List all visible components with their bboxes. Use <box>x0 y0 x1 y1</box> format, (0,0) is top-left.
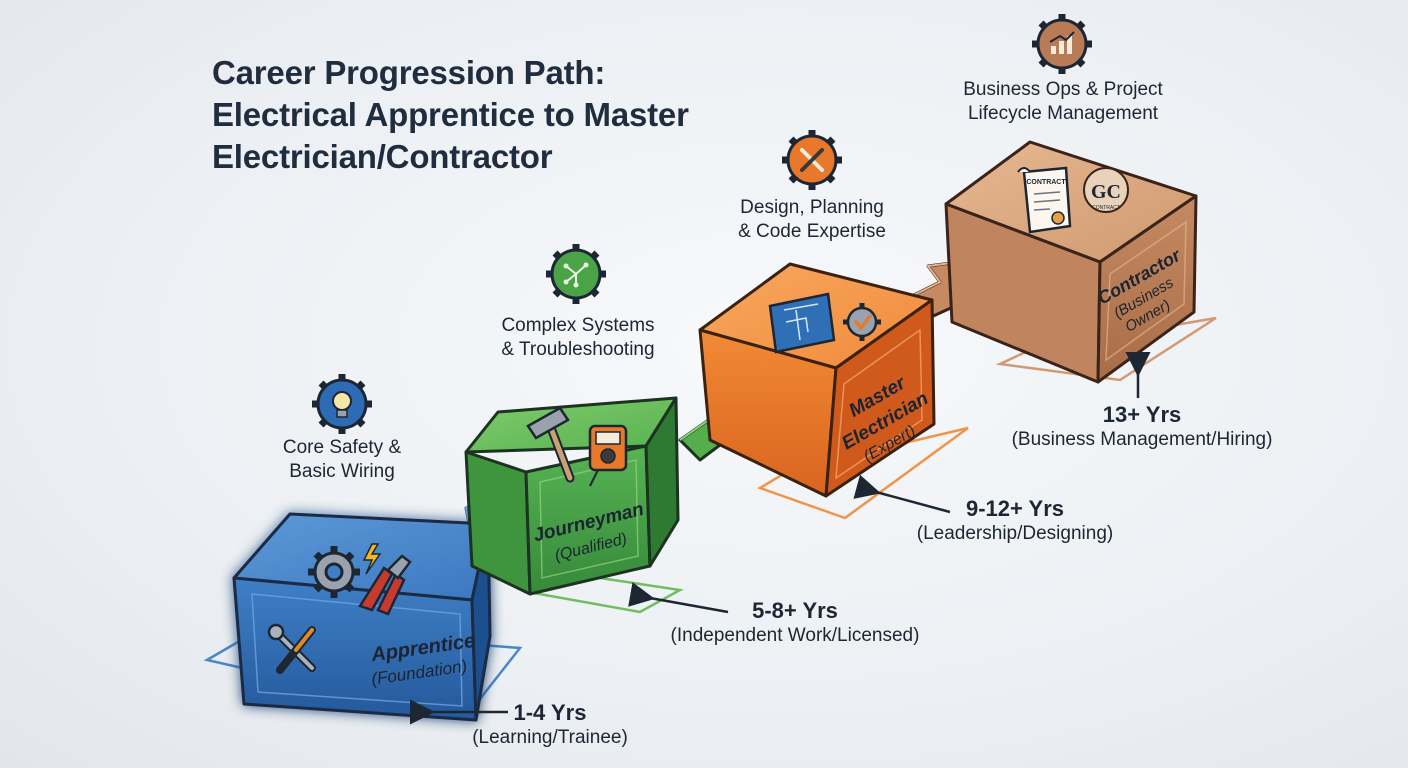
multimeter-icon <box>588 424 628 487</box>
chart-gear-icon <box>1032 14 1092 74</box>
blueprint-icon <box>768 292 836 354</box>
gc-badge-small-label: CONTRACT <box>1092 205 1120 211</box>
years-description: (Learning/Trainee) <box>472 727 628 748</box>
years-contractor: 13+ Yrs (Business Management/Hiring) <box>992 402 1292 452</box>
title-line-3: Electrician/Contractor <box>212 138 553 175</box>
master-electrician-cube <box>698 262 936 498</box>
journeyman-cube <box>464 396 680 596</box>
years-description: (Business Management/Hiring) <box>1011 429 1273 450</box>
lightning-icon <box>362 543 382 575</box>
years-apprentice: 1-4 Yrs (Learning/Trainee) <box>440 700 660 750</box>
contract-doc-label: CONTRACT <box>1026 179 1066 186</box>
hammer-icon <box>526 406 575 483</box>
pointer-arrow-master <box>853 474 951 514</box>
years-value: 13+ Yrs <box>1102 402 1182 427</box>
tools-gear-icon <box>782 130 842 190</box>
skill-line: Business Ops & Project <box>963 79 1163 100</box>
years-description: (Leadership/Designing) <box>916 523 1114 544</box>
gear-icon <box>308 546 360 598</box>
skill-line: & Troubleshooting <box>501 339 655 360</box>
wrench-screwdriver-icon <box>267 623 316 674</box>
checkmark-gear-icon <box>843 303 881 341</box>
skill-line: Basic Wiring <box>289 461 395 482</box>
title-line-2: Electrical Apprentice to Master <box>212 96 689 133</box>
skill-line: Design, Planning <box>740 197 884 218</box>
contractor-cube <box>944 140 1198 384</box>
title-line-1: Career Progression Path: <box>212 54 606 91</box>
apprentice-cube <box>232 512 492 722</box>
gc-badge-icon: GC CONTRACT <box>1083 167 1129 213</box>
lightbulb-gear-icon <box>312 374 372 434</box>
pliers-icon <box>358 554 412 616</box>
years-description: (Independent Work/Licensed) <box>670 625 920 646</box>
skill-caption-apprentice: Core Safety & Basic Wiring <box>262 436 422 484</box>
pointer-arrow-journeyman <box>628 582 729 614</box>
circuit-gear-icon <box>546 244 606 304</box>
skill-line: Core Safety & <box>282 437 402 458</box>
years-journeyman: 5-8+ Yrs (Independent Work/Licensed) <box>650 598 940 648</box>
page-title: Career Progression Path: Electrical Appr… <box>212 52 772 178</box>
skill-line: Complex Systems <box>501 315 655 336</box>
skill-line: Lifecycle Management <box>967 103 1159 124</box>
years-value: 9-12+ Yrs <box>965 496 1065 521</box>
skill-caption-journeyman: Complex Systems & Troubleshooting <box>478 314 678 362</box>
master-floor-outline <box>757 426 969 520</box>
skill-line: & Code Expertise <box>738 221 886 242</box>
years-value: 1-4 Yrs <box>513 700 587 725</box>
skill-caption-master: Design, Planning & Code Expertise <box>712 196 912 244</box>
skill-caption-contractor: Business Ops & Project Lifecycle Managem… <box>938 78 1188 126</box>
years-master: 9-12+ Yrs (Leadership/Designing) <box>900 496 1130 546</box>
gc-badge-label: GC <box>1091 181 1121 203</box>
years-value: 5-8+ Yrs <box>752 598 838 623</box>
contract-icon: CONTRACT <box>1017 166 1072 234</box>
